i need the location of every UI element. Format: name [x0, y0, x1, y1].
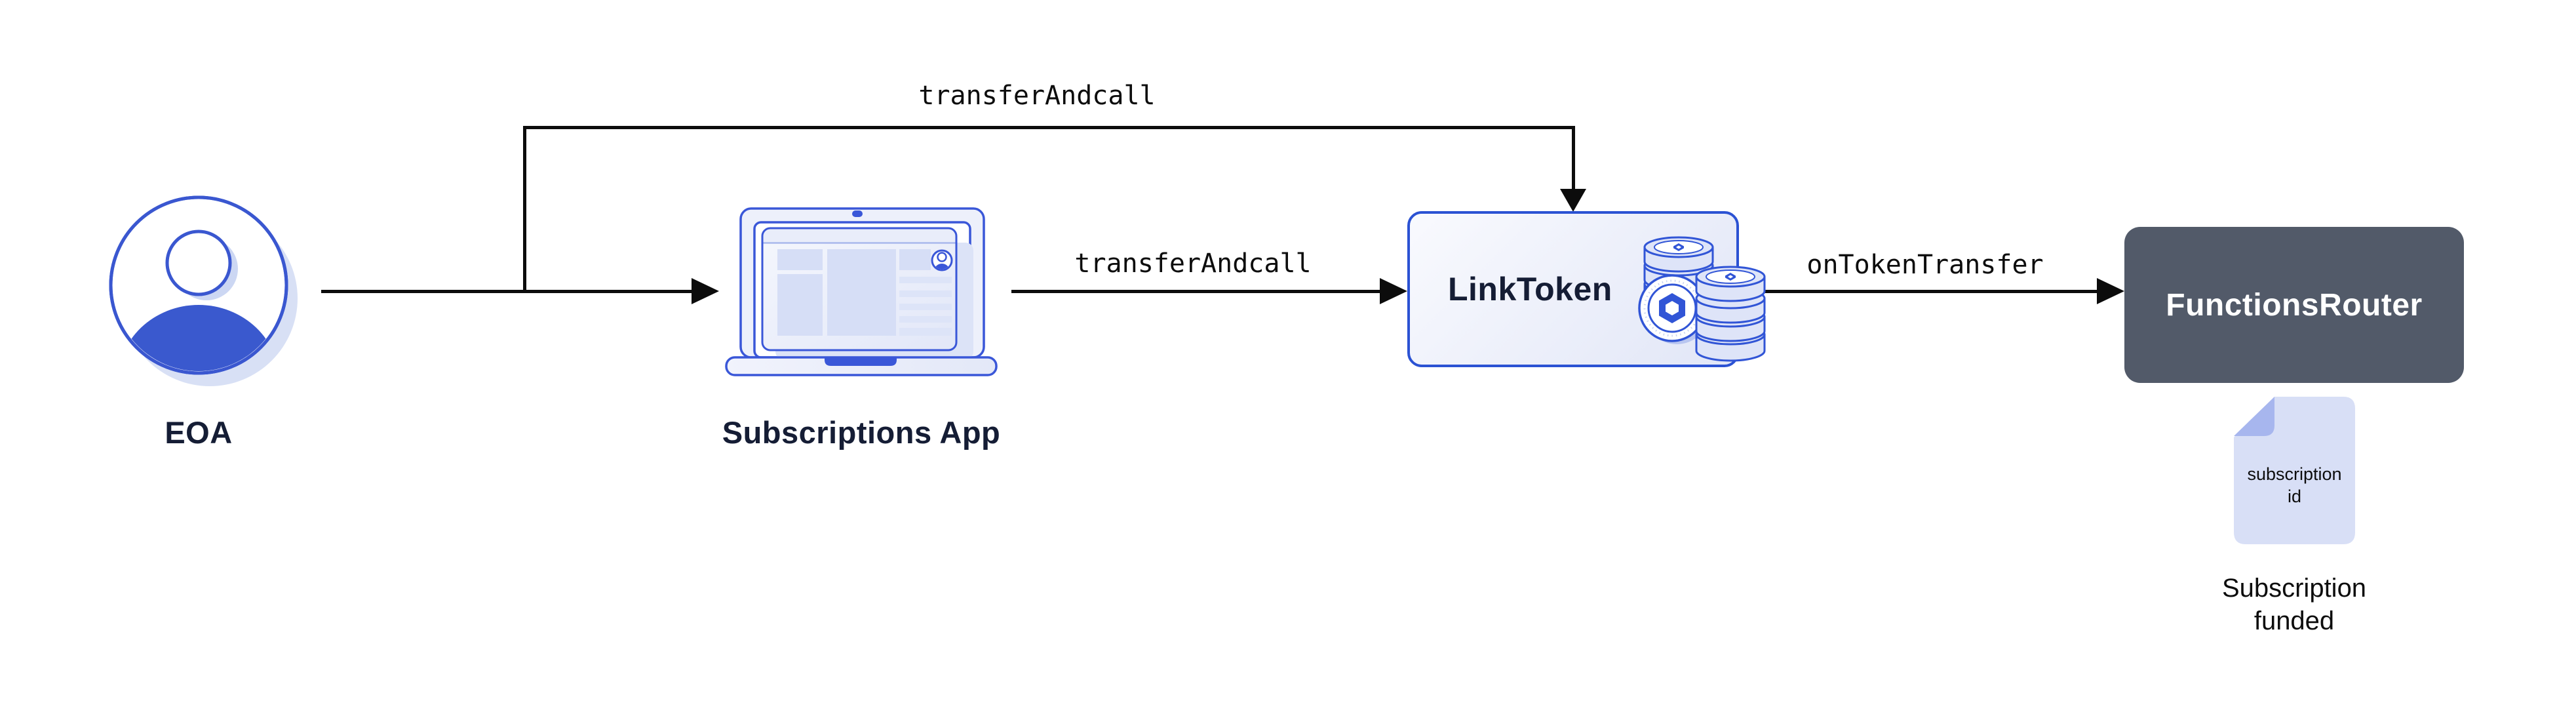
- functionsrouter-label: FunctionsRouter: [2166, 287, 2423, 323]
- edge-label-transferandcall-top: transferAndcall: [918, 81, 1156, 111]
- doc-text-line1: subscription: [2247, 464, 2342, 484]
- eoa-label: EOA: [165, 415, 233, 450]
- caption-line2: funded: [2254, 607, 2335, 635]
- edge-label-ontokentransfer: onTokenTransfer: [1806, 250, 2044, 280]
- edge-linktoken-to-router: [1737, 290, 2097, 293]
- link-coin-stack-icon: [1638, 236, 1766, 362]
- edge-branch-vertical: [523, 126, 526, 293]
- laptop-browser-icon: [725, 207, 998, 376]
- edge-app-to-linktoken: [1011, 290, 1380, 293]
- subscription-id-doc-text: subscription id: [2234, 463, 2355, 508]
- person-avatar-icon: [109, 195, 298, 386]
- edge-label-transferandcall-mid: transferAndcall: [1074, 249, 1312, 279]
- arrowhead-into-linktoken-top: [1560, 189, 1586, 212]
- arrowhead-into-app: [692, 278, 719, 304]
- arrowhead-into-linktoken-left: [1380, 278, 1407, 304]
- edge-drop-into-linktoken: [1572, 126, 1575, 189]
- edge-eoa-to-linktoken-top: [523, 126, 1575, 129]
- document-icon: [2234, 397, 2355, 544]
- subscription-funded-caption: Subscription funded: [2193, 572, 2396, 637]
- doc-text-line2: id: [2287, 487, 2301, 506]
- arrowhead-into-router: [2097, 278, 2124, 304]
- linktoken-label: LinkToken: [1448, 271, 1612, 308]
- caption-line1: Subscription: [2221, 574, 2367, 603]
- functionsrouter-box: FunctionsRouter: [2124, 227, 2464, 383]
- subscriptions-app-label: Subscriptions App: [722, 415, 1001, 450]
- edge-eoa-to-app: [321, 290, 692, 293]
